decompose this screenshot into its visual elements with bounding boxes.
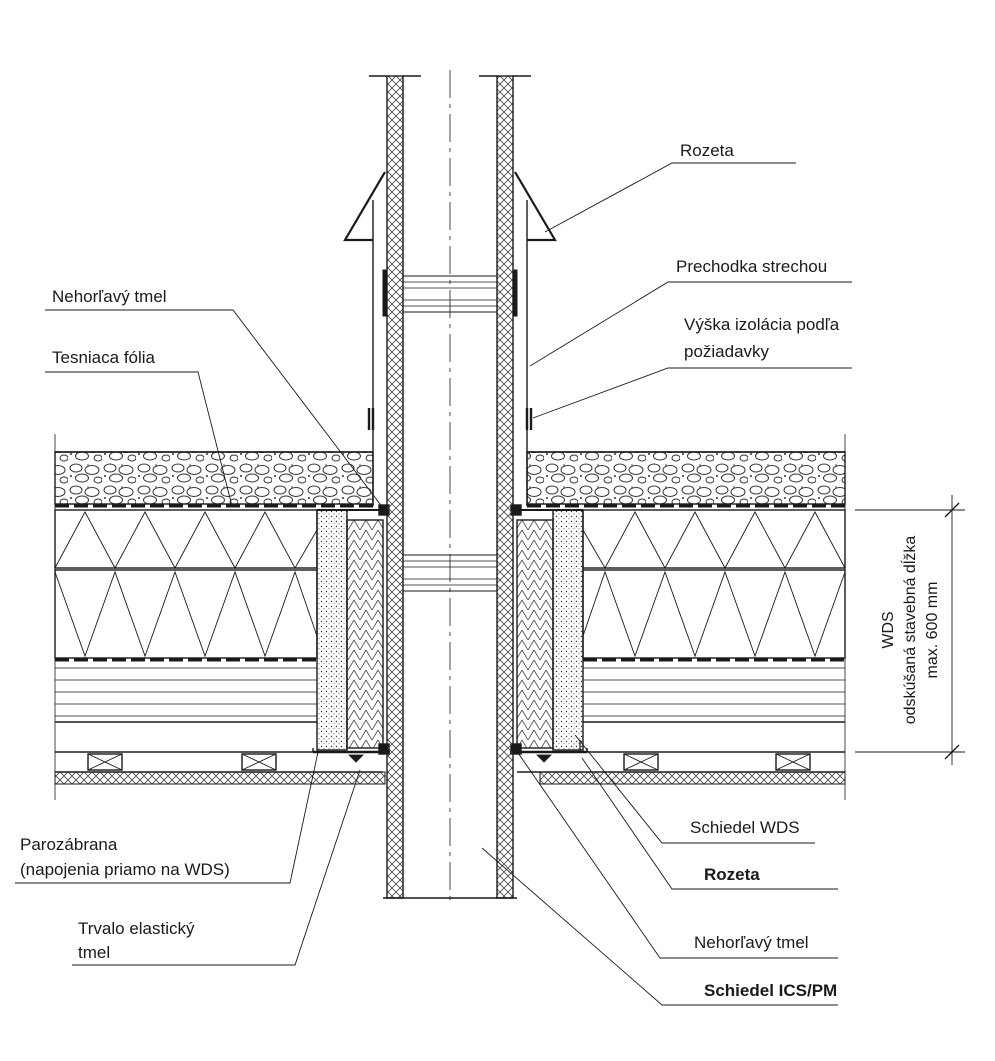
insulation-upper-right — [582, 509, 846, 569]
leader-parozabrana — [15, 751, 319, 884]
leader-prechodka — [529, 281, 852, 367]
chimney-wall-right — [496, 75, 514, 899]
label-nehorlavy-top: Nehorľavý tmel — [52, 287, 167, 306]
insulation-lower-left — [54, 569, 318, 659]
label-rozeta-top: Rozeta — [680, 141, 734, 160]
chimney-wall-left — [386, 75, 404, 899]
leader-nehorlavy-top — [45, 309, 384, 509]
wds-inner-right — [516, 519, 554, 749]
insulation-lower-right — [582, 569, 846, 659]
leader-tesniaca — [45, 371, 233, 507]
insulation-upper-left — [54, 509, 318, 569]
deck-lines-right — [583, 667, 845, 717]
label-schiedel-wds: Schiedel WDS — [690, 818, 800, 837]
rosette-cap-right — [514, 171, 557, 242]
label-rozeta-bottom: Rozeta — [704, 865, 760, 884]
dimension-tested-length: odskúšaná stavebná dĺžka — [900, 536, 919, 725]
label-vyska-line1: Výška izolácia podľa — [684, 315, 840, 334]
wds-outer-left — [316, 509, 348, 751]
gravel-layer-right — [526, 451, 846, 505]
leader-nehorlavy-bottom — [515, 749, 838, 959]
label-parozabrana-line1: Parozábrana — [20, 835, 118, 854]
leader-schiedel-wds — [574, 734, 815, 844]
label-tesniaca: Tesniaca fólia — [52, 348, 156, 367]
wds-outer-right — [552, 509, 584, 751]
label-trvalo-line2: tmel — [78, 943, 110, 962]
label-nehorlavy-bottom: Nehorľavý tmel — [694, 933, 809, 952]
deck-lines-left — [55, 667, 317, 717]
label-trvalo-line1: Trvalo elastický — [78, 919, 195, 938]
joint-upper — [402, 275, 498, 313]
leader-rozeta-bottom — [581, 757, 838, 890]
ceiling-board-right — [539, 771, 846, 785]
leader-rozeta-top — [544, 162, 796, 233]
gravel-layer-left — [54, 451, 374, 505]
leader-trvalo — [72, 769, 361, 966]
rosette-cap-left — [343, 171, 386, 242]
leader-schiedel-ics — [481, 847, 838, 1006]
dimension-wds: WDS — [880, 611, 897, 648]
label-prechodka: Prechodka strechou — [676, 257, 827, 276]
leader-vyska — [532, 367, 852, 419]
dimension-max-length: max. 600 mm — [924, 582, 941, 679]
joint-lower — [402, 554, 498, 592]
label-schiedel-ics: Schiedel ICS/PM — [704, 981, 837, 1000]
label-parozabrana-line2: (napojenia priamo na WDS) — [20, 860, 230, 879]
wds-inner-left — [346, 519, 384, 749]
label-vyska-line2: požiadavky — [684, 342, 770, 361]
ceiling-board-left — [54, 771, 386, 785]
